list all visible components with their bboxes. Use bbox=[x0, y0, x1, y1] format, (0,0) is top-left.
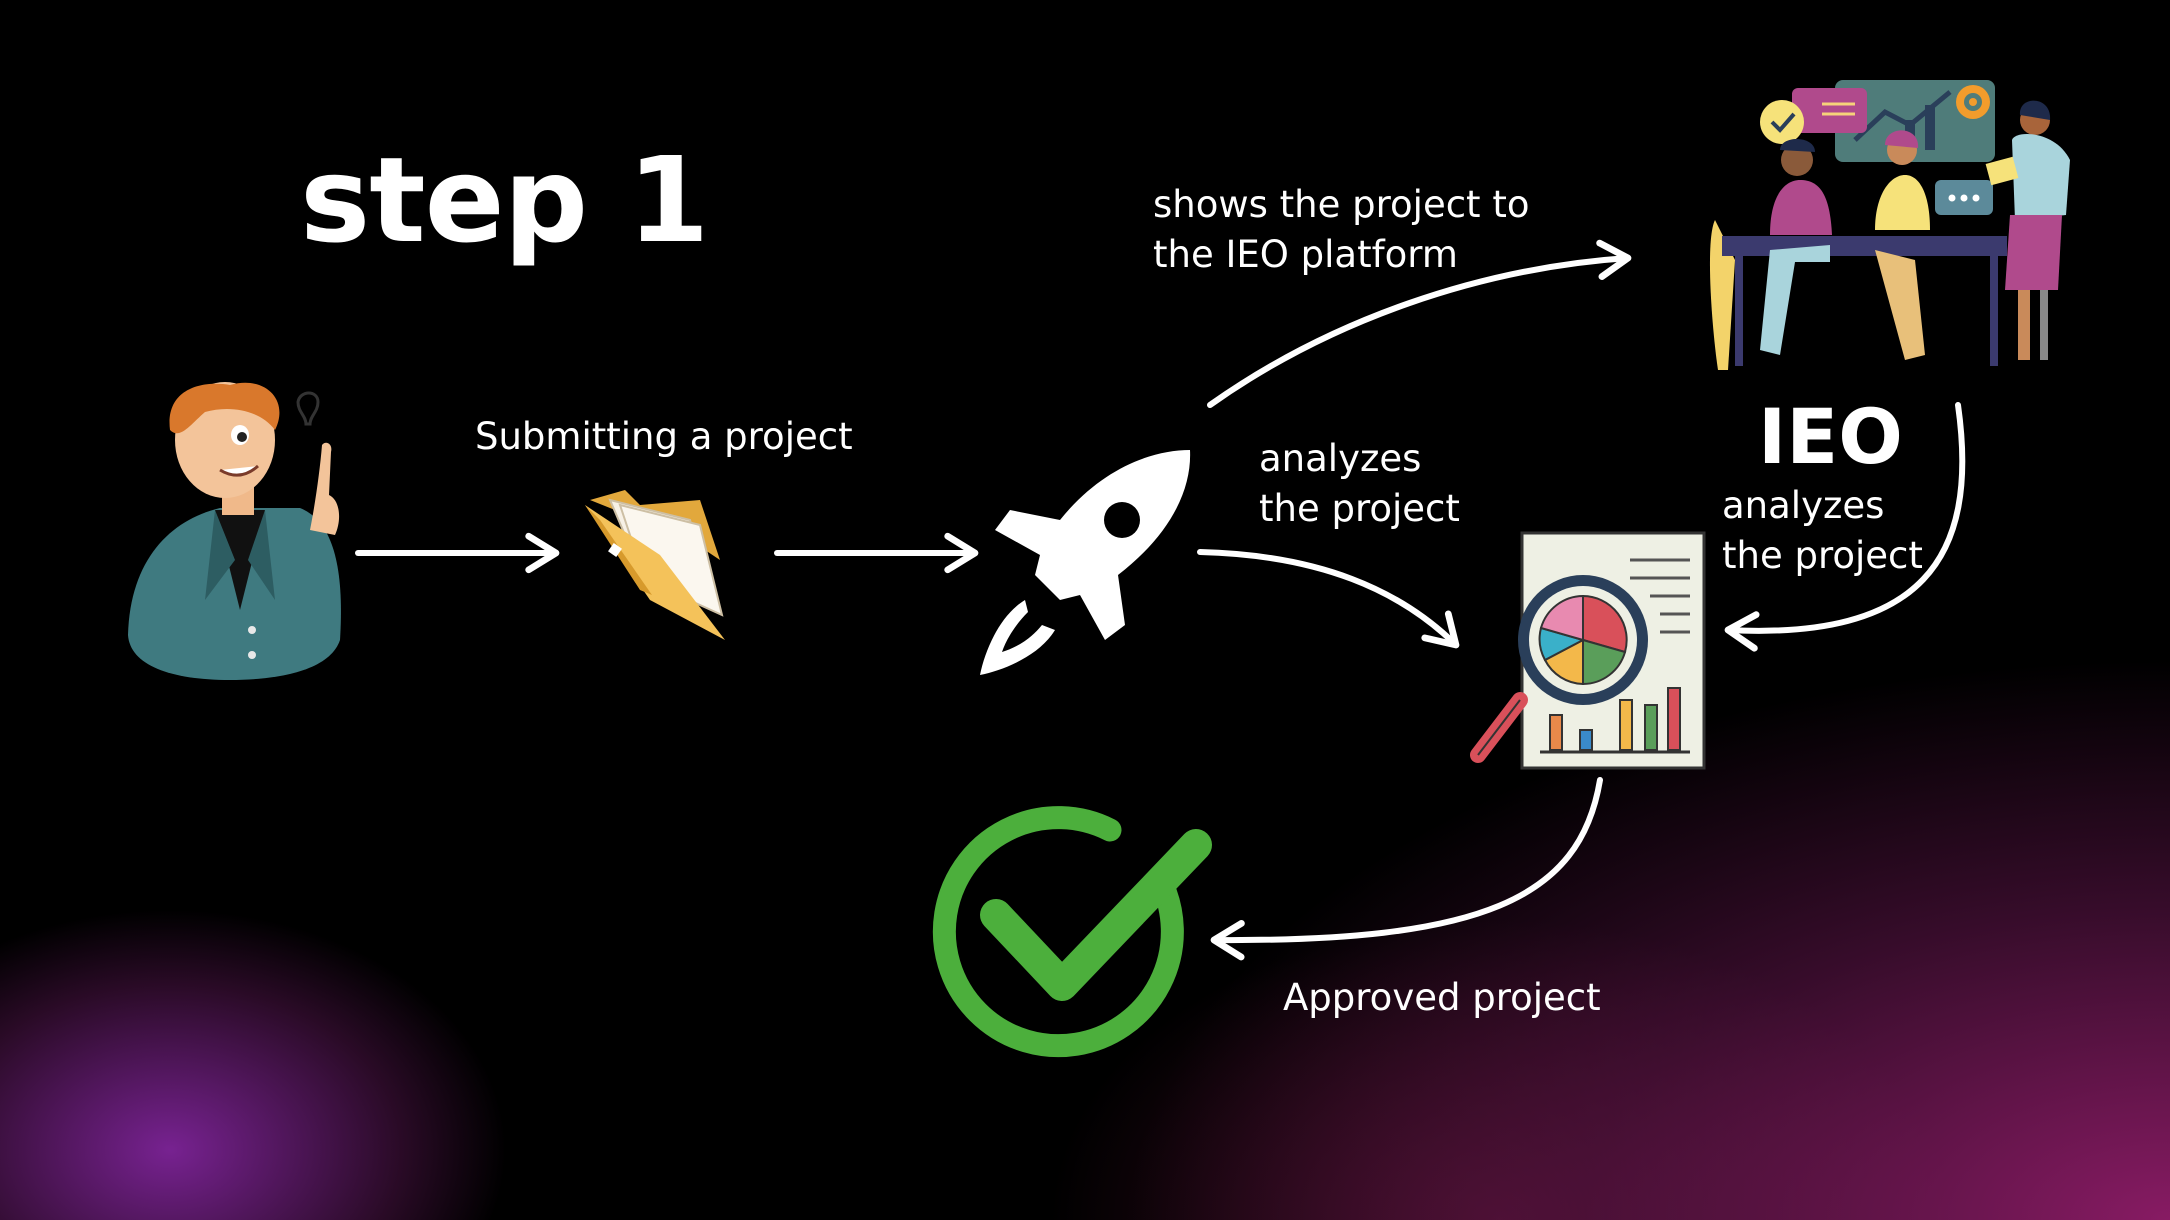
check-circle-icon bbox=[932, 806, 1212, 1058]
report-magnifier-icon bbox=[1470, 531, 1706, 770]
ieo-label: IEO bbox=[1758, 392, 1903, 481]
label-submitting: Submitting a project bbox=[475, 415, 853, 458]
person-idea-icon bbox=[128, 382, 341, 680]
label-analyzes-a-line2: the project bbox=[1259, 487, 1460, 530]
label-analyzes-b-line1: analyzes bbox=[1722, 484, 1885, 527]
label-approved: Approved project bbox=[1283, 976, 1601, 1019]
arrow-rocket-to-report bbox=[1197, 549, 1460, 649]
label-analyzes-a-line1: analyzes bbox=[1259, 437, 1422, 480]
arrow-report-to-check bbox=[1210, 777, 1603, 961]
folder-icon bbox=[585, 490, 725, 640]
team-meeting-icon bbox=[1709, 80, 2070, 370]
label-shows-line1: shows the project to bbox=[1153, 183, 1530, 226]
arrow-rocket-to-ieo bbox=[1207, 239, 1632, 408]
rocket-icon bbox=[980, 450, 1191, 675]
label-shows-line2: the IEO platform bbox=[1153, 233, 1458, 276]
page-title: step 1 bbox=[300, 131, 709, 269]
arrow-ieo-to-report bbox=[1724, 402, 1966, 652]
label-analyzes-b-line2: the project bbox=[1722, 534, 1923, 577]
